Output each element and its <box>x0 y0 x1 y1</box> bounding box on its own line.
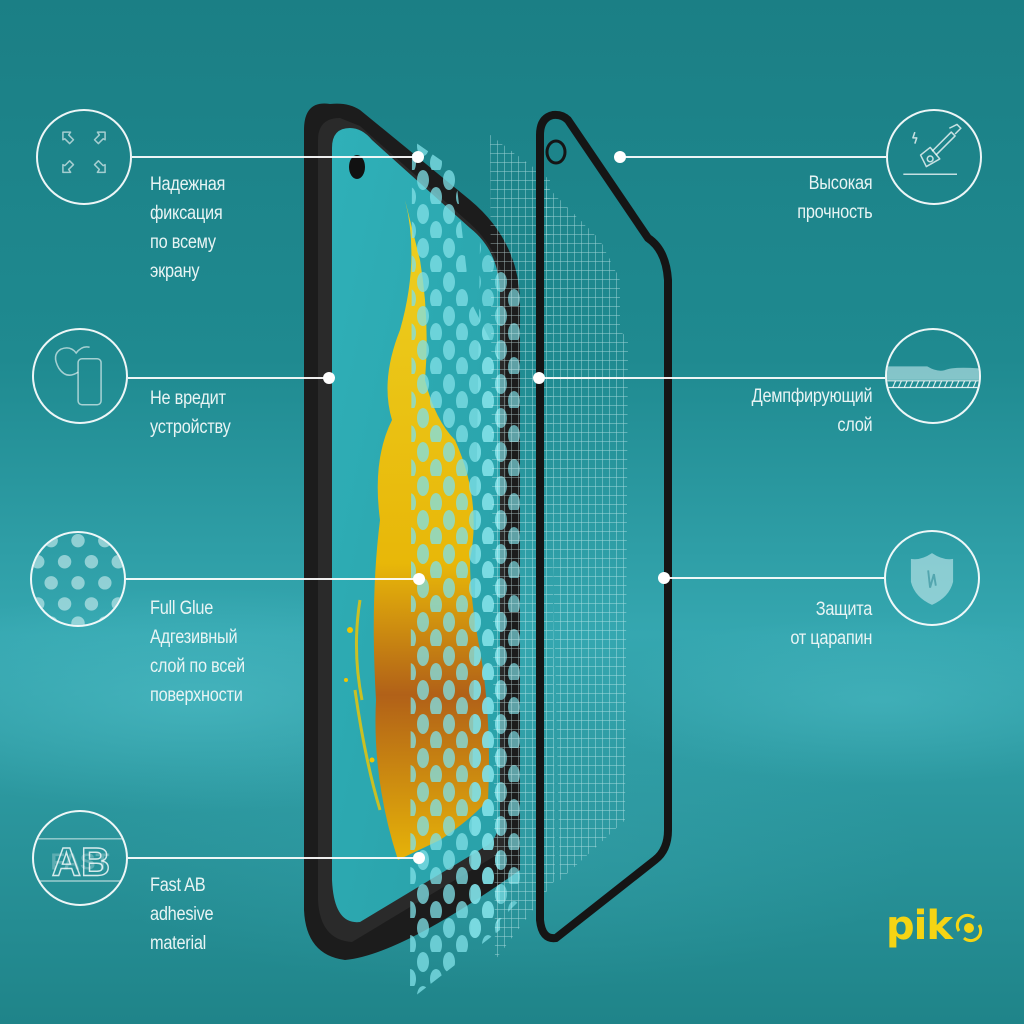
fast-ab-icon: FAST AB <box>32 810 128 906</box>
feature-label-fast-ab: Fast AB adhesive material <box>150 875 214 954</box>
shield-icon <box>884 530 980 626</box>
connector-line-device-safe <box>128 377 328 379</box>
connector-dot-scratch <box>658 572 670 584</box>
svg-text:AB: AB <box>52 839 110 884</box>
dot-pattern-icon <box>30 531 126 627</box>
feature-label-strength: Высокая прочность <box>796 173 872 223</box>
strength-grid-layer <box>545 185 628 880</box>
logo-wordmark: pik <box>886 903 953 949</box>
connector-dot-full-glue <box>413 573 425 585</box>
connector-dot-damping <box>533 372 545 384</box>
feature-label-damping: Демпфирующий слой <box>751 386 872 436</box>
connector-line-strength <box>620 156 886 158</box>
svg-text:FAST: FAST <box>51 849 110 875</box>
connector-dot-device-safe <box>323 372 335 384</box>
damping-grid-layer <box>490 135 555 960</box>
feature-label-device-safe: Не вредит устройству <box>150 388 231 438</box>
connector-dot-fast-ab <box>413 852 425 864</box>
feature-label-scratch: Защита от царапин <box>790 599 872 649</box>
feature-label-fixation: Надежная фиксация по всему экрану <box>150 174 226 282</box>
connector-line-fast-ab <box>128 857 418 859</box>
expand-arrows-icon <box>36 109 132 205</box>
connector-line-full-glue <box>126 578 418 580</box>
hammer-icon <box>886 109 982 205</box>
glass-protector-frame <box>536 110 672 943</box>
feature-label-full-glue: Full Glue Адгезивный слой по всей поверх… <box>150 598 245 706</box>
logo-o-mark-icon <box>955 913 983 943</box>
damping-layer-icon <box>885 328 981 424</box>
connector-line-scratch <box>664 577 884 579</box>
connector-line-damping <box>539 377 885 379</box>
connector-line-fixation <box>132 156 418 158</box>
heart-phone-icon <box>32 328 128 424</box>
piko-logo: pik <box>886 906 984 946</box>
connector-dot-strength <box>614 151 626 163</box>
connector-dot-fixation <box>412 151 424 163</box>
